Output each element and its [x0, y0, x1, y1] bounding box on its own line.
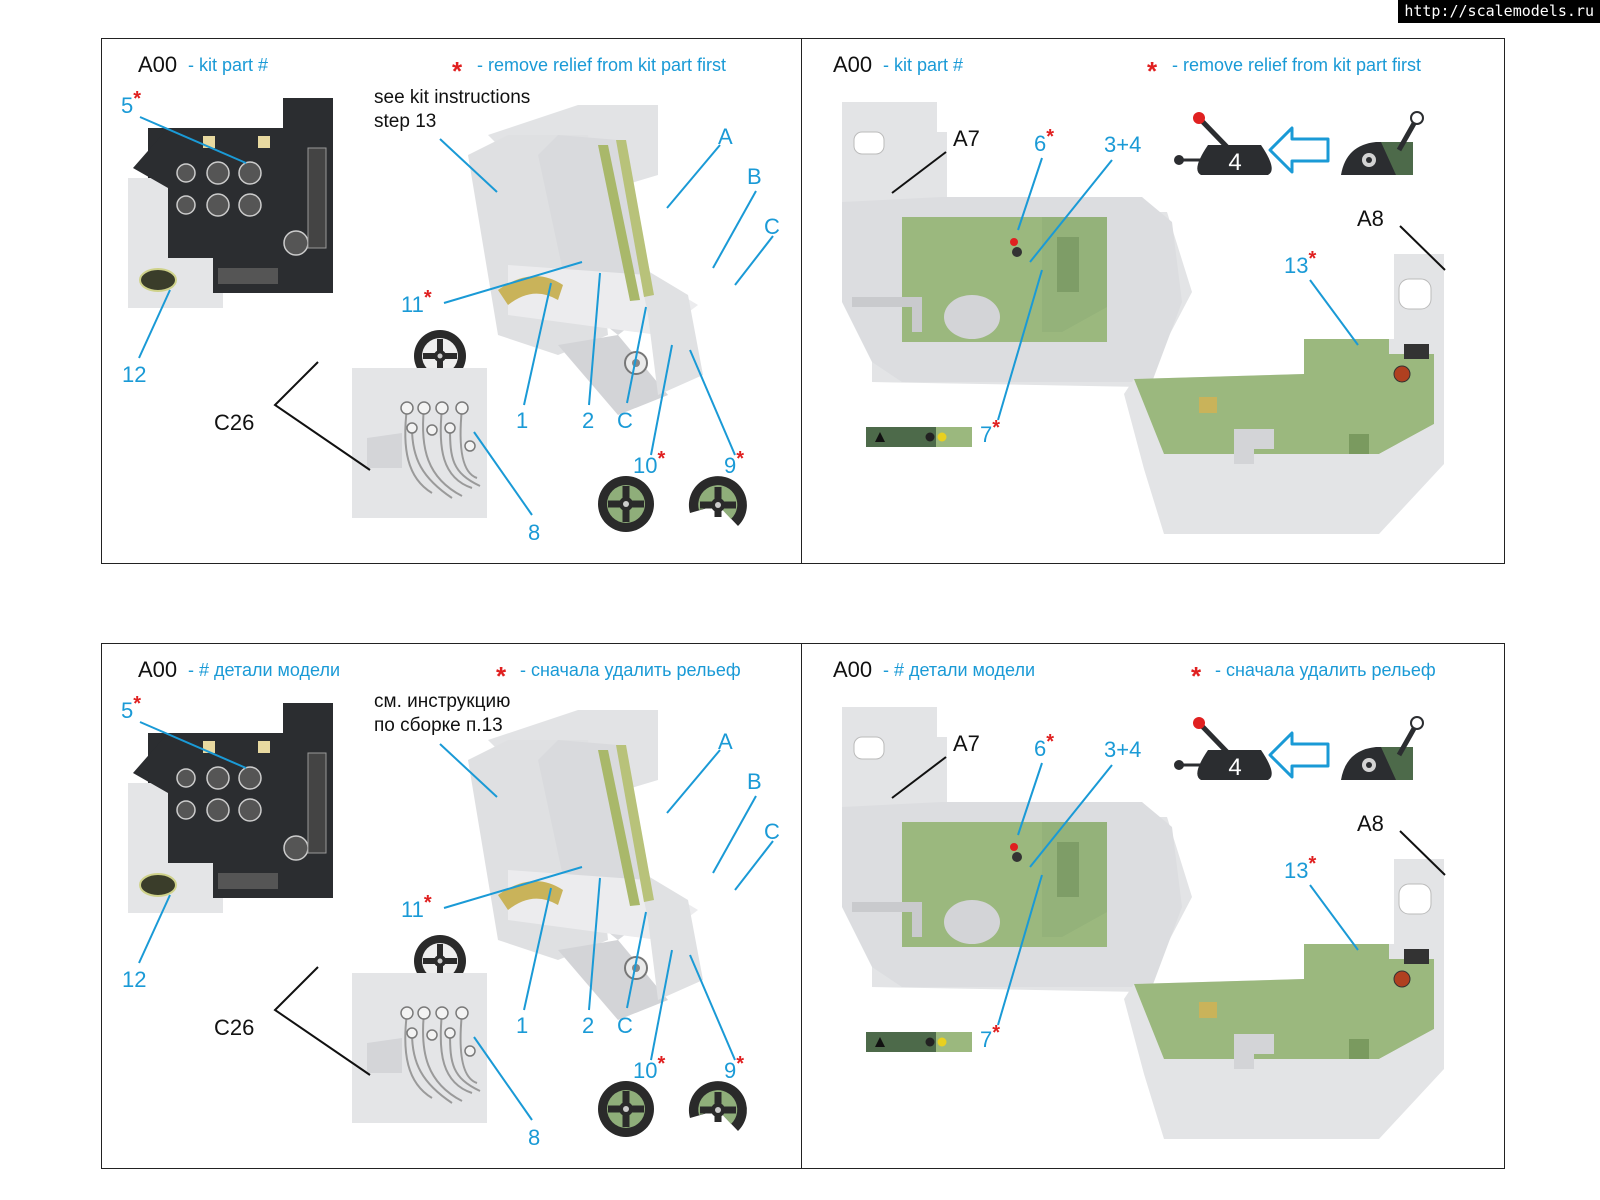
callout-3-4: 3+4	[1104, 737, 1142, 762]
wheel-icon-green-10	[598, 476, 654, 532]
callout-c: C	[617, 408, 633, 433]
wheel-icon-partial-9	[688, 476, 747, 526]
callout-a8: A8	[1357, 206, 1384, 231]
part-code-example: A00	[833, 657, 873, 682]
divider-bottom	[801, 643, 802, 1169]
asterisk-icon: *	[1191, 661, 1202, 691]
callout-c: C	[617, 1013, 633, 1038]
callout-c26: C26	[214, 410, 255, 435]
panel-frame-bottom	[101, 643, 1505, 1169]
callout-12: 12	[122, 967, 147, 992]
asterisk-icon: *	[496, 661, 507, 691]
callout-9: 9*	[724, 1053, 745, 1083]
divider-top	[801, 38, 802, 564]
callout-2: 2	[582, 408, 595, 433]
callout-c-right: C	[764, 214, 780, 239]
legend-part-text: - # детали модели	[188, 660, 340, 680]
kit-instructions-note: см. инструкцию по сборке п.13	[374, 691, 511, 736]
callout-3-4: 3+4	[1104, 132, 1142, 157]
callout-6: 6*	[1034, 731, 1055, 761]
asterisk-icon: *	[1147, 56, 1158, 86]
wiring-box-icon-ru	[351, 972, 488, 1124]
callout-2: 2	[582, 1013, 595, 1038]
wiring-box-icon	[351, 367, 488, 519]
callout-10: 10*	[633, 448, 666, 478]
callout-8: 8	[528, 1125, 541, 1150]
watermark: http://scalemodels.ru	[1398, 0, 1600, 23]
instrument-panel-icon	[127, 97, 334, 309]
legend-relief-text: - сначала удалить рельеф	[520, 660, 741, 680]
callout-7: 7*	[980, 417, 1001, 447]
legend-part-text: - kit part #	[883, 55, 964, 75]
callout-1: 1	[516, 1013, 529, 1038]
throttle-lever-icon	[1174, 112, 1272, 176]
wheel-icon-green-10-ru	[598, 1081, 654, 1137]
part-code-example: A00	[833, 52, 873, 77]
callout-8: 8	[528, 520, 541, 545]
callout-c26: C26	[214, 1015, 255, 1040]
callout-9: 9*	[724, 448, 745, 478]
throttle-lever-icon-ru	[1174, 717, 1272, 781]
legend-part-text: - # детали модели	[883, 660, 1035, 680]
callout-a7: A7	[953, 126, 980, 151]
legend-relief-text: - сначала удалить рельеф	[1215, 660, 1436, 680]
callout-12: 12	[122, 362, 147, 387]
callout-b: B	[747, 164, 762, 189]
arrow-left-icon	[1268, 126, 1330, 174]
callout-a: A	[718, 124, 733, 149]
legend-part-text: - kit part #	[188, 55, 269, 75]
callout-1: 1	[516, 408, 529, 433]
callout-6: 6*	[1034, 126, 1055, 156]
callout-10: 10*	[633, 1053, 666, 1083]
callout-a7: A7	[953, 731, 980, 756]
callout-b: B	[747, 769, 762, 794]
part-code-example: A00	[138, 52, 178, 77]
arrow-left-icon-ru	[1268, 731, 1330, 779]
legend-relief-text: - remove relief from kit part first	[1172, 55, 1422, 75]
decal-strip-icon-ru	[866, 1032, 972, 1052]
side-console-icon	[1341, 112, 1423, 175]
callout-a: A	[718, 729, 733, 754]
asterisk-icon: *	[452, 56, 463, 86]
callout-13: 13*	[1284, 248, 1317, 278]
callout-13: 13*	[1284, 853, 1317, 883]
wheel-icon-partial-9-ru	[688, 1081, 747, 1131]
callout-5: 5*	[121, 693, 142, 723]
part-code-example: A00	[138, 657, 178, 682]
callout-c-right: C	[764, 819, 780, 844]
kit-instructions-note: see kit instructions step 13	[374, 87, 531, 132]
callout-a8: A8	[1357, 811, 1384, 836]
callout-11: 11*	[401, 892, 432, 922]
legend-relief-text: - remove relief from kit part first	[477, 55, 727, 75]
panel-frame-top	[101, 38, 1505, 564]
side-console-icon-ru	[1341, 717, 1423, 780]
callout-7: 7*	[980, 1022, 1001, 1052]
callout-5: 5*	[121, 88, 142, 118]
instrument-panel-icon-ru	[127, 702, 334, 914]
decal-strip-icon	[866, 427, 972, 447]
callout-11: 11*	[401, 287, 432, 317]
